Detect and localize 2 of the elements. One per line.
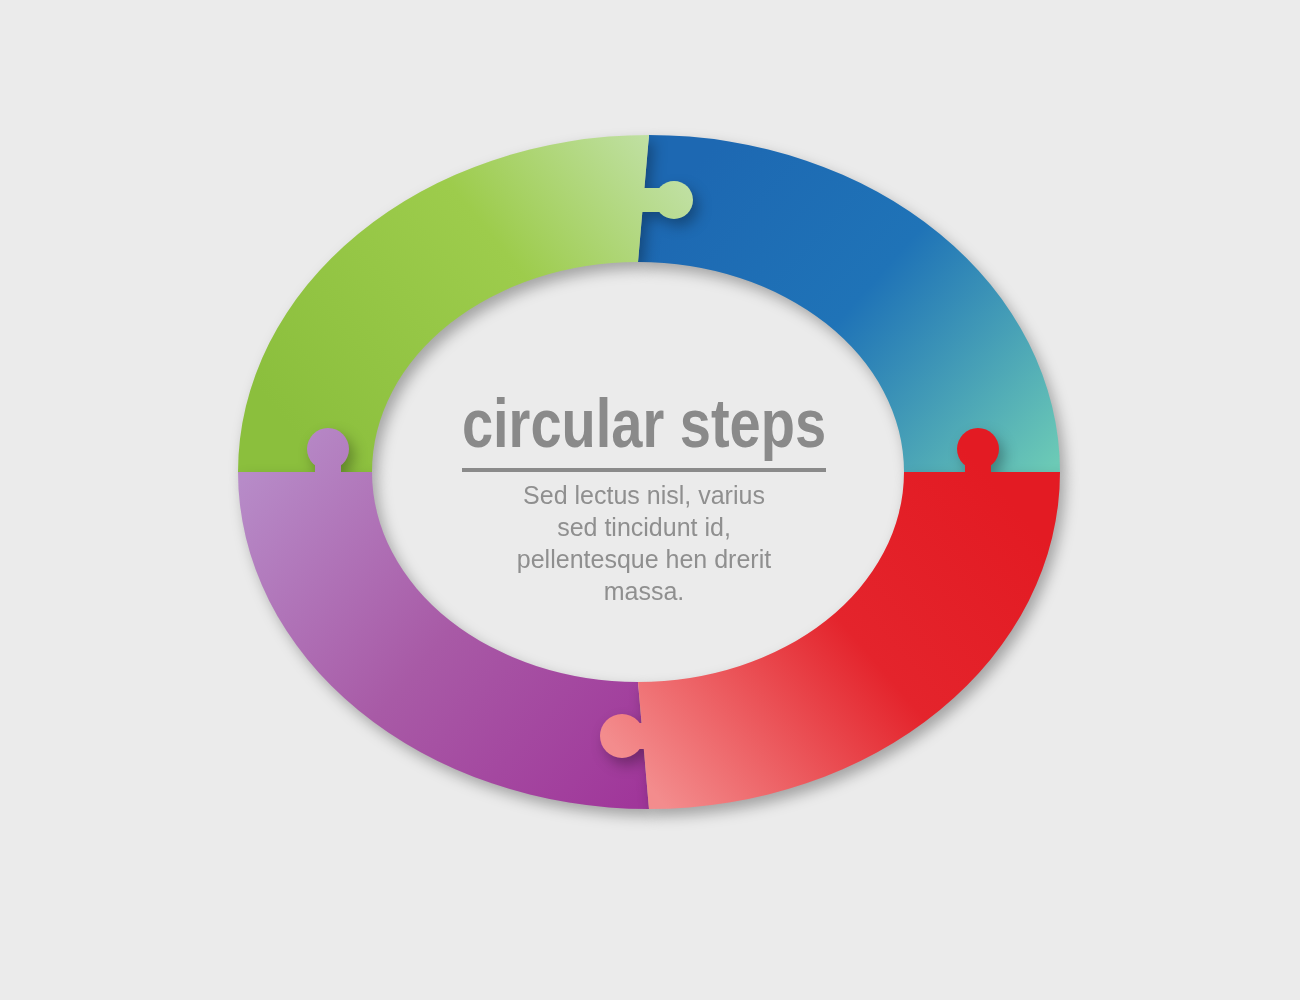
diagram-title: circular steps — [460, 384, 828, 463]
body-text: Sed lectus nisl, varius sed tincidunt id, pellentesque hen drerit massa. — [515, 480, 773, 607]
